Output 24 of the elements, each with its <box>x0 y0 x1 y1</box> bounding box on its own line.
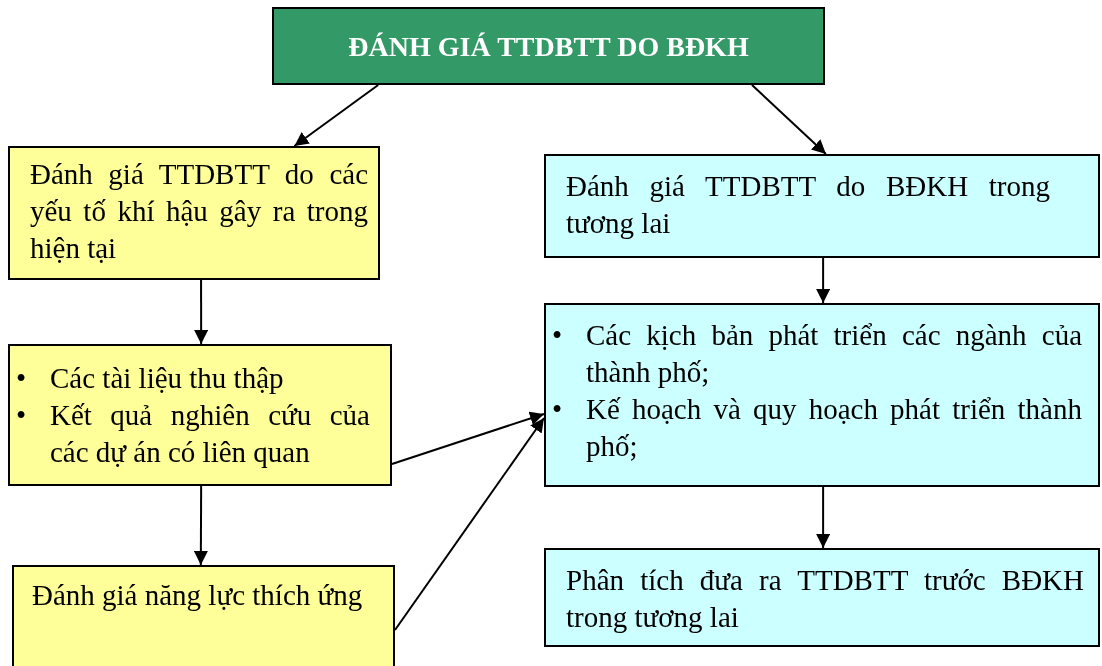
arrow <box>394 417 545 631</box>
bullet-item: • Các tài liệu thu thập <box>15 361 285 396</box>
bullet-item: • Các kịch bản phát triển các ngành của thành phố; <box>551 318 1082 390</box>
arrow <box>194 279 209 345</box>
process-box <box>544 548 1100 647</box>
arrow <box>816 257 831 304</box>
box-text: Phân tích đưa ra TTDBTT trước BĐKH trong tương lai <box>566 563 1084 635</box>
bullet-item: • Kế hoạch và quy hoạch phát triển thành phố; <box>551 392 1082 464</box>
title-box <box>272 7 825 85</box>
arrow <box>391 411 545 465</box>
process-box <box>8 146 380 280</box>
process-box <box>544 154 1100 258</box>
title-text: ĐÁNH GIÁ TTDBTT DO BĐKH <box>348 29 749 64</box>
process-box <box>12 565 395 666</box>
arrow <box>193 485 208 566</box>
bullet-item: • Kết quả nghiên cứu của các dự án có liên quan <box>15 398 370 470</box>
arrow <box>816 486 831 549</box>
process-box <box>544 303 1100 487</box>
box-text: Đánh giá năng lực thích ứng <box>32 578 364 613</box>
box-text: Đánh giá TTDBTT do các yếu tố khí hậu gây ra trong hiện tại <box>30 157 368 266</box>
arrow <box>751 84 827 155</box>
arrow <box>293 84 380 147</box>
box-text: Đánh giá TTDBTT do BĐKH trong tương lai <box>566 169 1050 241</box>
process-box <box>8 344 392 486</box>
